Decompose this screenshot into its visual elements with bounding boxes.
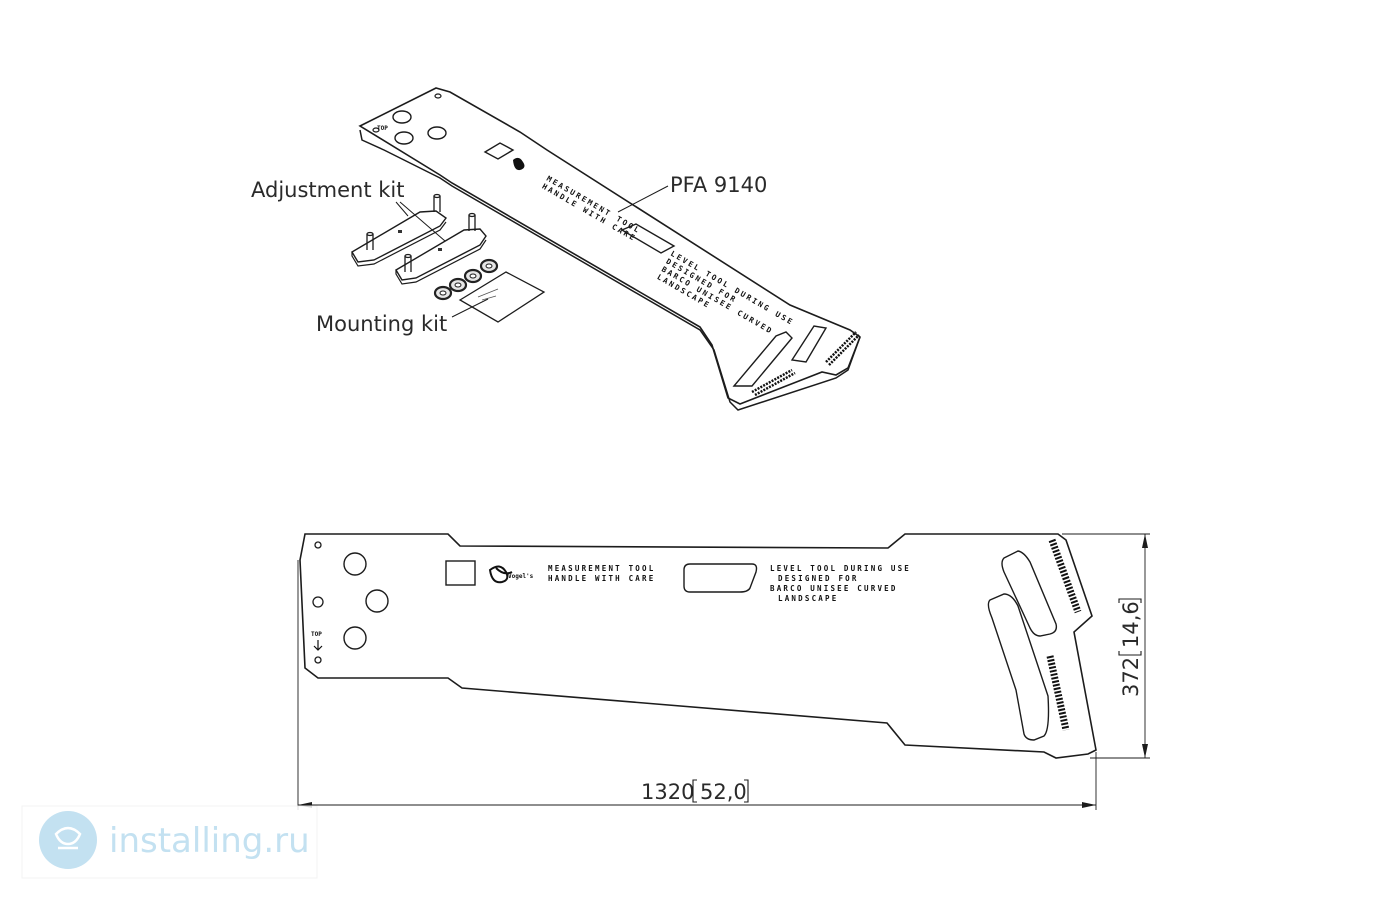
large-hole (343, 626, 367, 650)
small-hole (314, 541, 322, 549)
hole-iso (372, 127, 380, 133)
adjustment-plate (395, 228, 487, 281)
height-dimension-text: 372 14,6 (1118, 598, 1143, 697)
small-hole (312, 596, 324, 608)
slot-front (683, 563, 758, 593)
plate-outline-iso (358, 87, 861, 405)
stud-top (433, 193, 441, 199)
svg-text:MEASUREMENT TOOL: MEASUREMENT TOOL (545, 174, 643, 236)
serration-upper (1048, 538, 1082, 614)
square-window-iso (483, 142, 515, 160)
arrow-up-icon (1142, 534, 1148, 548)
adjustment-plate (351, 210, 447, 263)
top-mark-front: TOP (311, 631, 322, 638)
engraving-barco: BARCO UNISEE CURVED (770, 584, 898, 593)
serration-iso (751, 331, 860, 397)
dimensions: 1320 52,0 372 14,6 (297, 533, 1150, 810)
plate-mark (438, 248, 442, 251)
width-dimension-text: 1320 52,0 (641, 779, 749, 804)
engraving-designed: DESIGNED FOR (778, 574, 859, 583)
small-hole (314, 656, 322, 664)
model-leader (617, 185, 669, 213)
hole-iso (434, 93, 442, 99)
engraving-handle: HANDLE WITH CARE (548, 574, 655, 583)
arrow-down-icon (1142, 744, 1148, 758)
svg-text:1320: 1320 (641, 780, 694, 804)
adjustment-kit-label: Adjustment kit (251, 178, 404, 202)
curved-slot-iso (732, 331, 793, 387)
watermark: installing.ru (21, 805, 318, 879)
mounting-kit-label: Mounting kit (316, 312, 447, 336)
adjustment-plate-edge (351, 221, 447, 267)
plate-thickness-edge (359, 129, 861, 411)
stud (404, 256, 412, 272)
engraving-landscape: LANDSCAPE (778, 594, 838, 603)
sheet-mark (477, 288, 499, 301)
stud-top (468, 212, 476, 218)
hole-iso (392, 110, 412, 124)
stud-top (404, 253, 412, 259)
curved-slot-upper (1001, 550, 1058, 637)
large-hole (365, 589, 389, 613)
curved-slot-lower (987, 593, 1050, 741)
engraving-measurement: MEASUREMENT TOOL (548, 564, 655, 573)
stud-top (366, 231, 374, 237)
top-mark-iso: TOP (377, 125, 388, 132)
watermark-text: installing.ru (109, 821, 310, 861)
mounting-magnets (433, 258, 499, 301)
adjustment-plate-edge (395, 239, 487, 285)
svg-text:372: 372 (1119, 657, 1143, 697)
slot-iso (620, 223, 676, 254)
plate-outline-front (299, 533, 1097, 759)
bracket-close (744, 779, 749, 803)
mounting-kit-leader (451, 298, 489, 318)
stud (366, 234, 374, 250)
svg-text:14,6: 14,6 (1119, 601, 1143, 648)
model-label: PFA 9140 (670, 173, 767, 197)
adhesive-sheet (458, 271, 546, 323)
svg-text:HANDLE WITH CARE: HANDLE WITH CARE (541, 182, 639, 244)
large-hole (343, 552, 367, 576)
stud (433, 196, 441, 212)
watermark-logo-icon (39, 811, 97, 869)
adjustment-kit-leader (395, 201, 446, 242)
arrow-right-icon (1082, 802, 1096, 808)
engraving-level: LEVEL TOOL DURING USE (770, 564, 911, 573)
stud (468, 215, 476, 231)
square-window-front (445, 560, 476, 586)
svg-text:Vogel's: Vogel's (508, 573, 534, 580)
front-view: TOP Vogel's MEASUREMENT TOOL HANDLE WITH… (299, 533, 1097, 759)
logo-iso (513, 157, 525, 171)
hole-iso (394, 131, 414, 145)
hole-iso (427, 126, 447, 140)
plate-mark (398, 230, 402, 233)
arrow-down-icon (313, 640, 323, 651)
bracket-open (692, 779, 697, 803)
serration-lower (1046, 655, 1070, 731)
isometric-view: TOP MEASUREMENT TOOL HANDLE WITH CARE LE… (251, 87, 861, 411)
brand-logo-front: Vogel's (488, 565, 534, 584)
svg-text:52,0: 52,0 (700, 780, 747, 804)
curved-slot-iso (790, 325, 828, 363)
